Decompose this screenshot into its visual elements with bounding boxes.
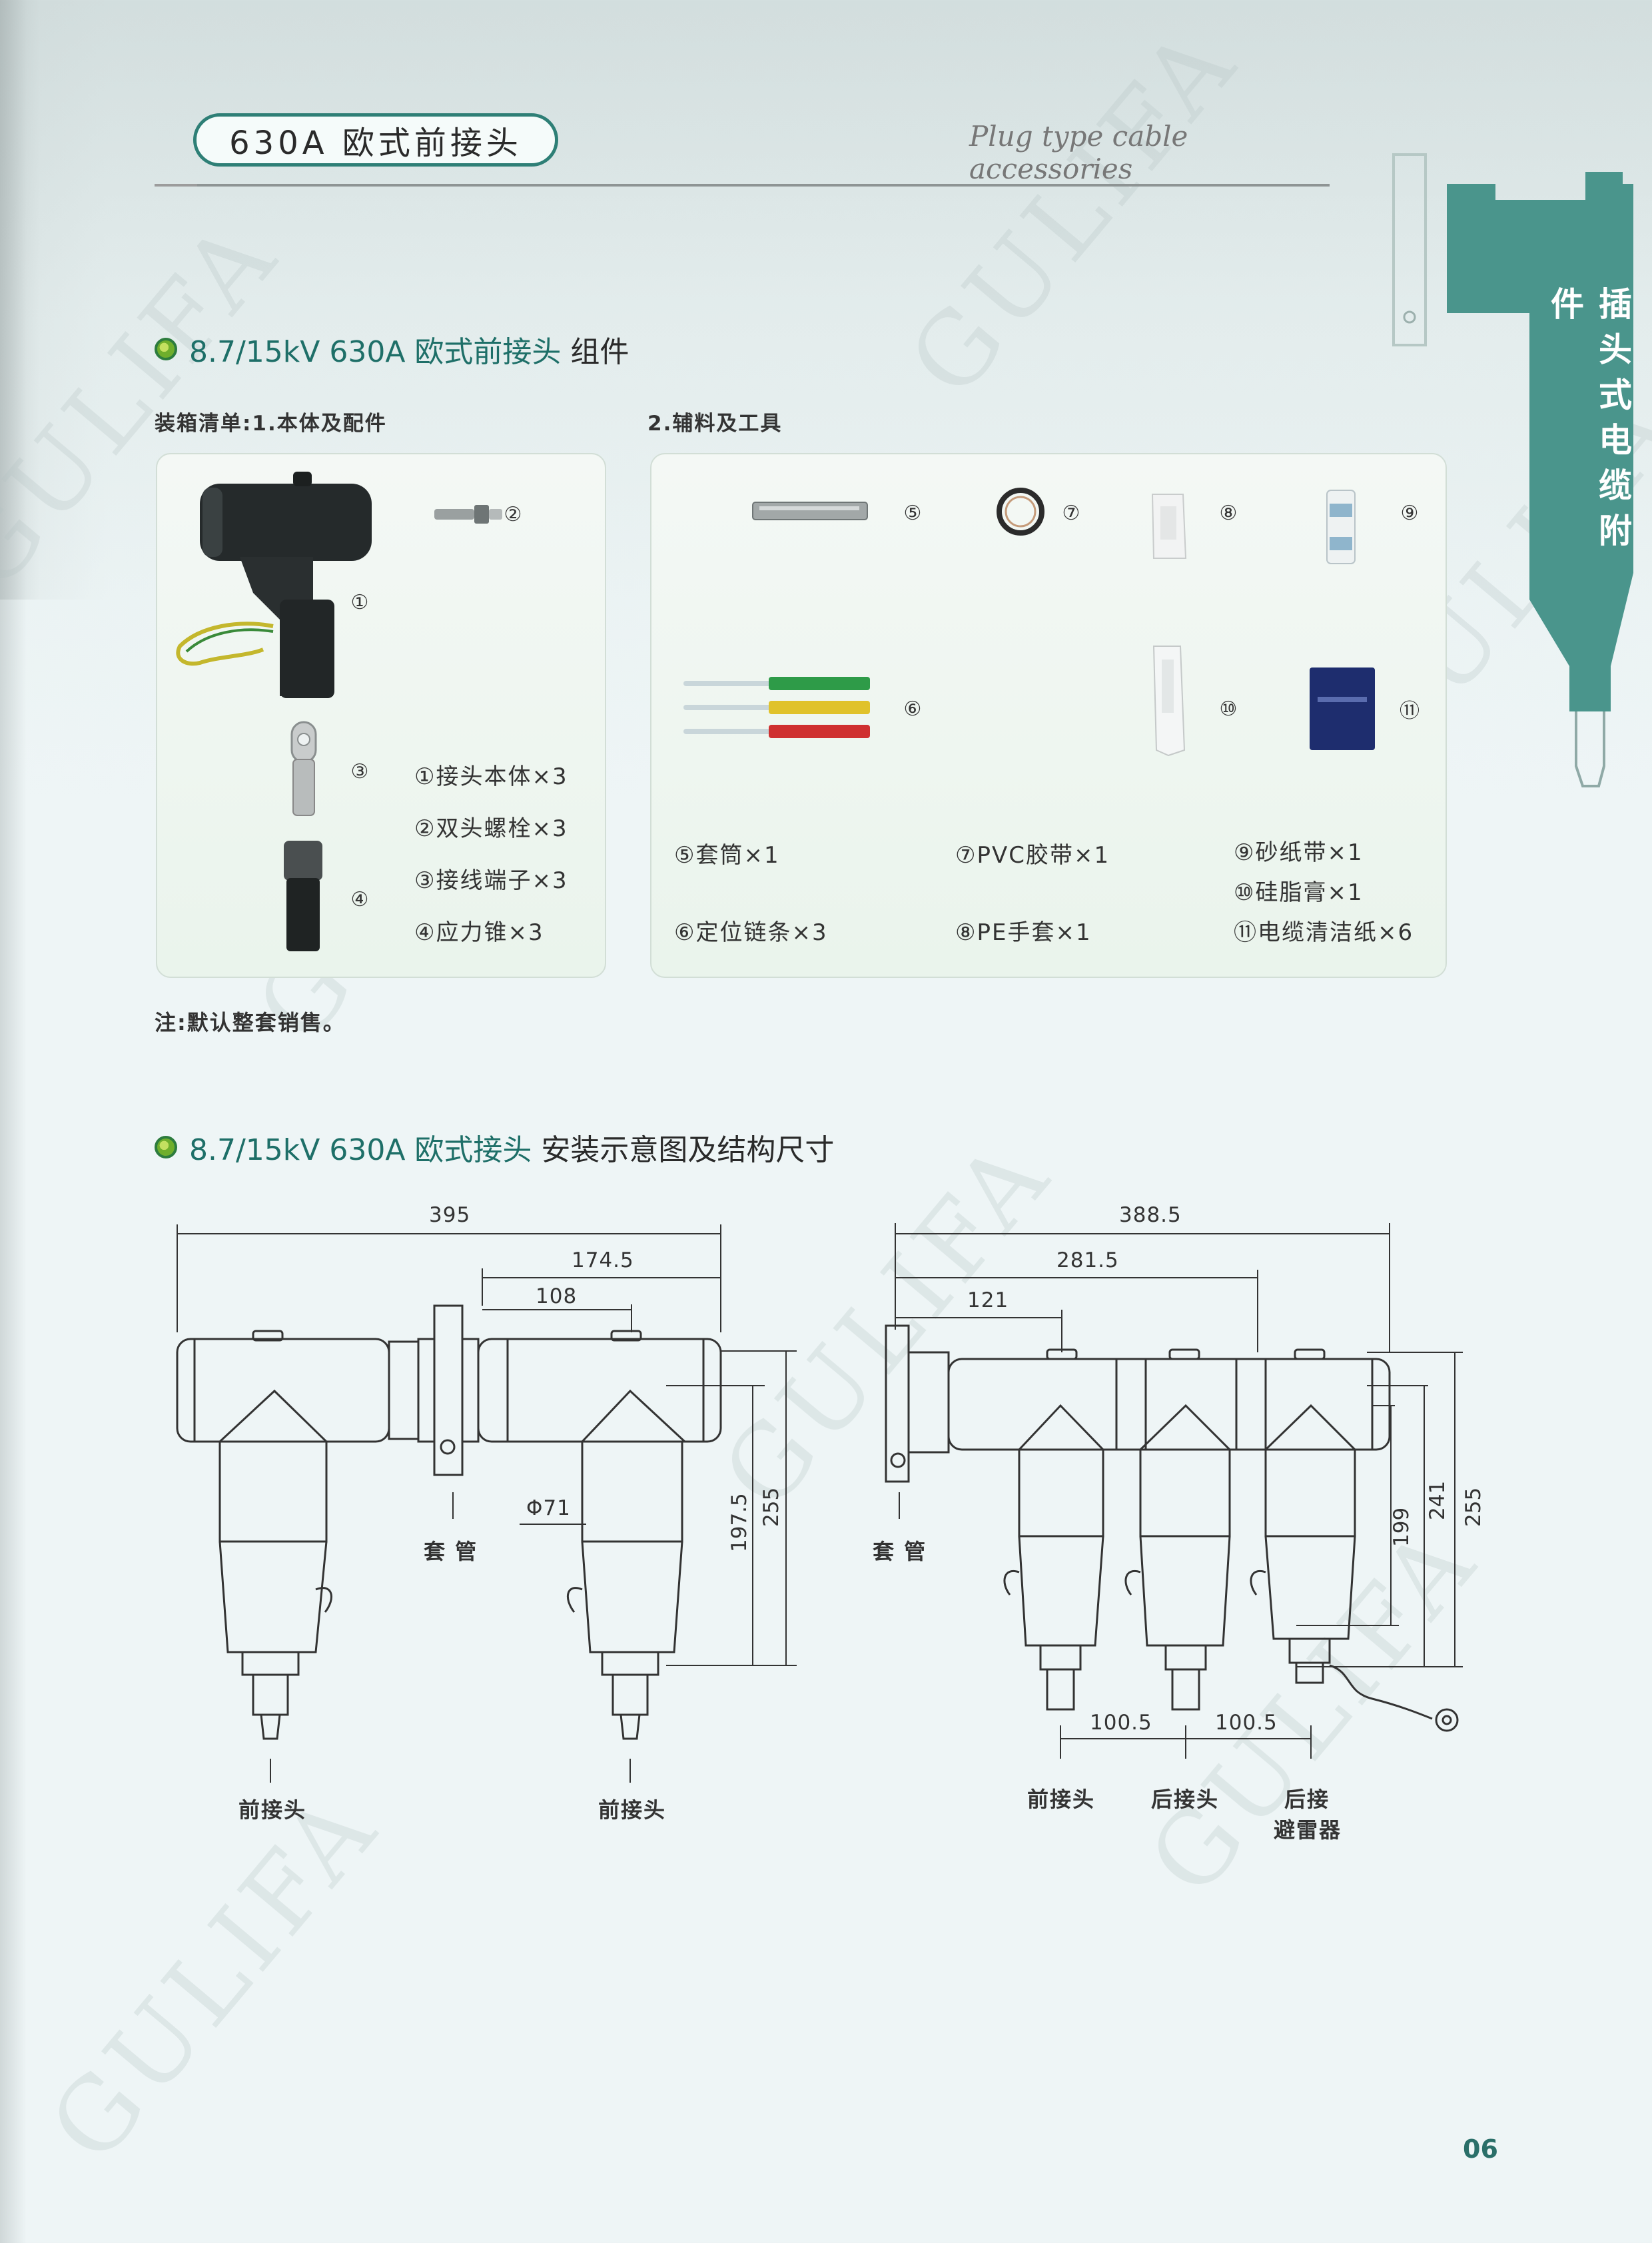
left-bushing [417, 1304, 480, 1476]
silicone-grease-image [1152, 646, 1186, 757]
label-bushing-left: 套 管 [424, 1539, 478, 1564]
section2-title-accent: 8.7/15kV 630A 欧式接头 [189, 1133, 532, 1167]
item-cleaning-paper: ⑪电缆清洁纸×6 [1234, 919, 1414, 946]
connector-body-image [176, 472, 372, 698]
stress-cone-image [284, 841, 322, 951]
label-rear-connector: 后接头 [1151, 1787, 1220, 1812]
item-pvc-tape: ⑦PVC胶带×1 [955, 842, 1110, 869]
terminal-lug-image [290, 721, 317, 816]
side-tab-graphic [1392, 153, 1633, 787]
dim-100-5-b: 100.5 [1215, 1711, 1278, 1735]
header-rule [155, 184, 1330, 187]
accessories-list-label: 2.辅料及工具 [647, 412, 783, 436]
item-number: ③ [350, 759, 369, 783]
section1-title: 8.7/15kV 630A 欧式前接头 组件 [155, 329, 701, 369]
pe-gloves-image [1151, 494, 1187, 559]
item-double-bolt: ②双头螺栓×3 [414, 815, 568, 842]
label-front-connector-r: 前接头 [1027, 1787, 1096, 1812]
section2-title-rest: 安装示意图及结构尺寸 [541, 1133, 835, 1167]
item-stress-cone: ④应力锥×3 [414, 919, 544, 946]
dim-241: 241 [1426, 1480, 1449, 1520]
item-number: ⑤ [903, 501, 922, 525]
item-number: ⑥ [903, 697, 922, 721]
page-title: 630A 欧式前接头 [193, 113, 558, 167]
right-dimension-lines [895, 1223, 1463, 1759]
item-pe-gloves: ⑧PE手套×1 [955, 919, 1092, 946]
label-front-connector-2: 前接头 [598, 1797, 667, 1823]
dim-121: 121 [967, 1288, 1009, 1312]
dim-255-left: 255 [759, 1487, 783, 1527]
label-front-connector-1: 前接头 [238, 1797, 307, 1823]
left-connector-1 [176, 1330, 420, 1740]
bullet-icon [155, 338, 177, 360]
item-number: ② [504, 502, 522, 526]
item-positioning-chain: ⑥定位链条×3 [674, 919, 828, 946]
item-number: ① [350, 590, 369, 614]
sleeve-tool-image [752, 502, 868, 520]
page-subtitle: Plug type cable accessories [969, 120, 1188, 185]
panel1-images [176, 472, 502, 951]
label-bushing-right: 套 管 [873, 1539, 927, 1564]
item-number: ⑧ [1219, 501, 1238, 525]
installation-drawing [176, 1223, 1463, 1783]
dim-100-5-a: 100.5 [1090, 1711, 1152, 1735]
dim-281-5: 281.5 [1056, 1248, 1119, 1272]
item-number: ⑦ [1062, 501, 1080, 525]
right-assembly [885, 1324, 1459, 1732]
sales-note: 注:默认整套销售。 [155, 1010, 346, 1035]
item-sleeve: ⑤套筒×1 [674, 842, 780, 869]
cable-cleaning-paper-image [1310, 668, 1375, 750]
dim-174-5: 174.5 [572, 1248, 634, 1272]
label-rear-arrester-line1: 后接 [1284, 1787, 1330, 1812]
item-number: ⑩ [1219, 697, 1238, 721]
left-connector-2 [477, 1330, 722, 1740]
sandpaper-image [1326, 490, 1356, 564]
dim-total-length: 395 [429, 1203, 471, 1227]
dim-197-5: 197.5 [727, 1493, 751, 1552]
page-number: 06 [1463, 2134, 1498, 2164]
page-edge-shadow [0, 0, 27, 2243]
bullet-icon [155, 1136, 177, 1158]
item-number: ④ [350, 887, 369, 911]
item-sandpaper: ⑨砂纸带×1 [1234, 839, 1364, 866]
section1-title-accent: 8.7/15kV 630A 欧式前接头 [189, 335, 562, 369]
section1-title-rest: 组件 [570, 335, 629, 369]
dim-108: 108 [536, 1284, 578, 1308]
dim-255-right: 255 [1461, 1487, 1485, 1527]
item-silicone-grease: ⑩硅脂膏×1 [1234, 879, 1364, 906]
left-dimension-lines [177, 1224, 797, 1783]
dim-199: 199 [1390, 1507, 1414, 1547]
positioning-chain-image [683, 677, 870, 738]
section2-title: 8.7/15kV 630A 欧式接头 安装示意图及结构尺寸 [155, 1127, 887, 1167]
dim-388-5: 388.5 [1119, 1203, 1182, 1227]
dim-diameter: Φ71 [526, 1496, 571, 1520]
pvc-tape-image [997, 488, 1044, 536]
packing-list-label: 装箱清单:1.本体及配件 [155, 412, 387, 436]
item-number: ⑪ [1400, 699, 1420, 723]
panel2-images [683, 488, 1375, 757]
item-terminal-lug: ③接线端子×3 [414, 867, 568, 894]
item-number: ⑨ [1400, 501, 1419, 525]
label-rear-arrester-line2: 避雷器 [1274, 1817, 1342, 1843]
item-connector-body: ①接头本体×3 [414, 763, 568, 790]
double-bolt-image [434, 505, 502, 524]
